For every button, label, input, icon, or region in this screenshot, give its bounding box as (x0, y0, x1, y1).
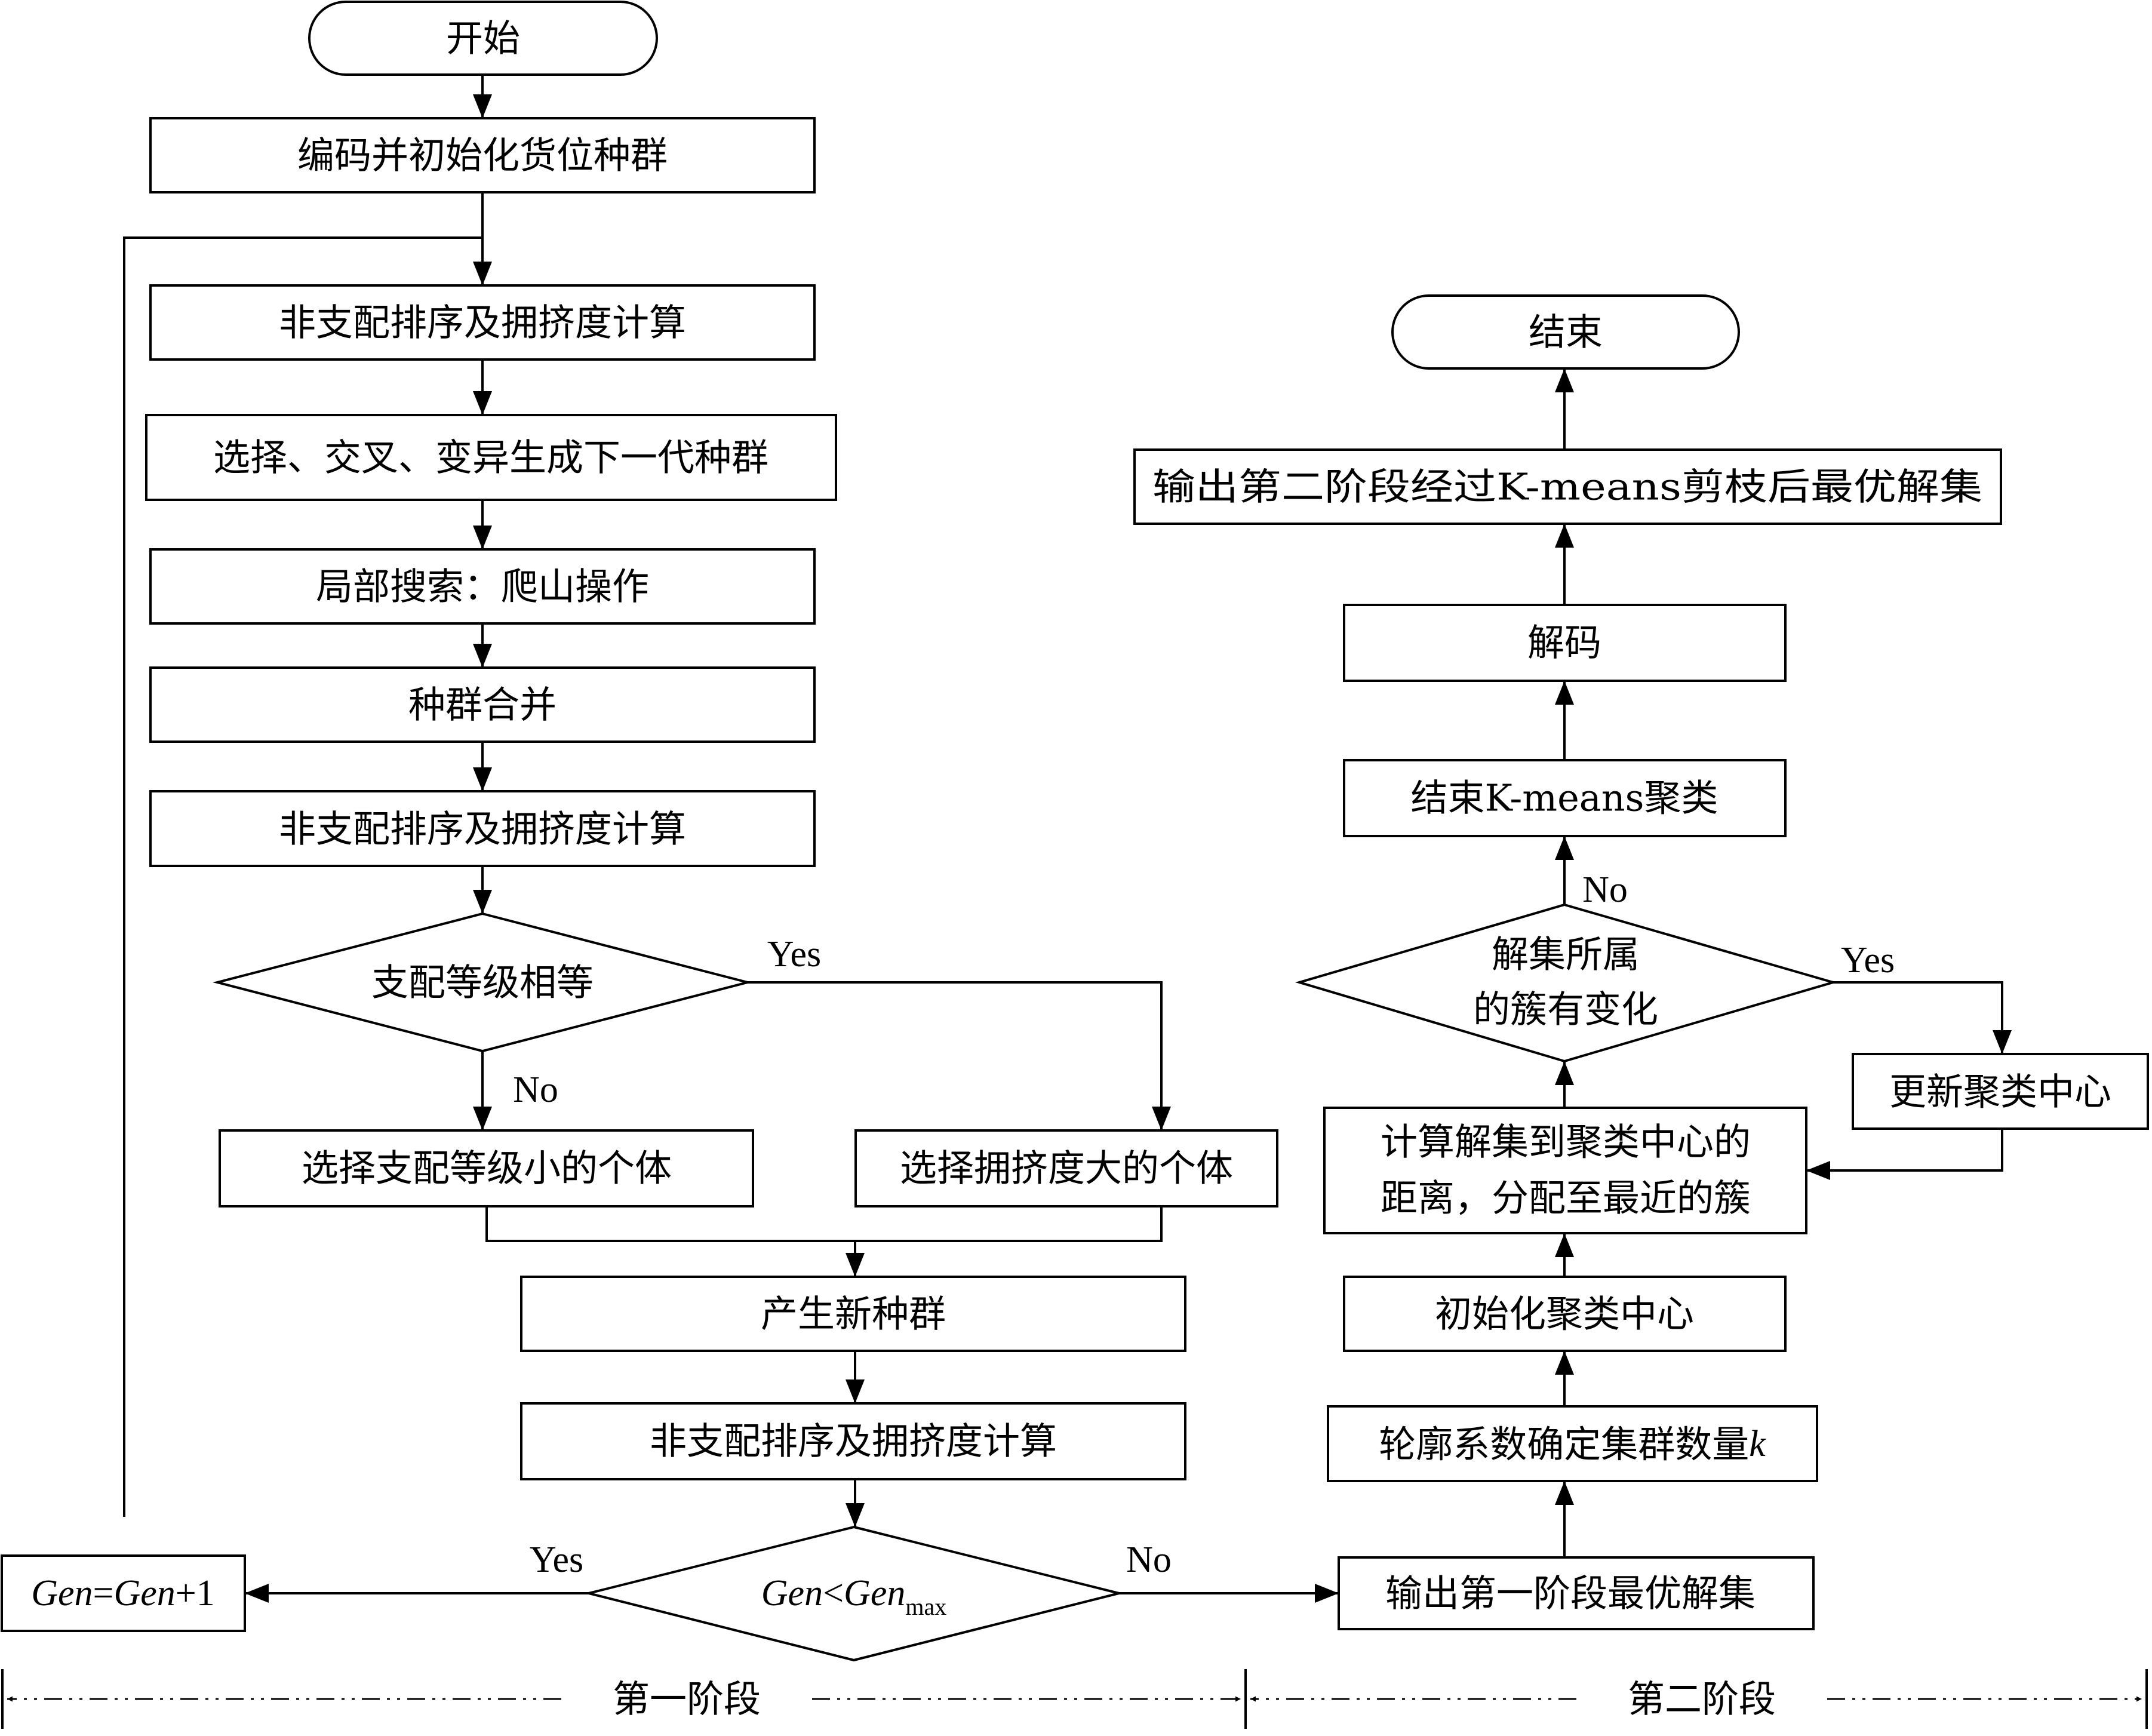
nds-crowd-label-2: 非支配排序及拥挤度计算 (279, 807, 686, 851)
nds-crowd-box-1 (149, 284, 816, 361)
encode-init-box (149, 117, 816, 193)
arrow-decision-yes-to-update (1833, 981, 2012, 1054)
gen-check-a: Gen (761, 1573, 823, 1614)
stage-markers: 第一阶段 第二阶段 (1, 1669, 2148, 1729)
gen-increment-box (1, 1554, 246, 1632)
end-label: 结束 (1529, 311, 1603, 354)
cluster-changed-label-2: 的簇有变化 (1473, 988, 1658, 1031)
end-kmeans-box (1343, 759, 1787, 837)
gen-increment-label: Gen=Gen+1 (31, 1573, 215, 1614)
merge-label: 种群合并 (408, 683, 557, 727)
pick-small-rank-label: 选择支配等级小的个体 (302, 1147, 672, 1190)
rank-equal-decision (213, 912, 752, 1053)
merge-box (149, 666, 816, 743)
output-stage1-label: 输出第一阶段最优解集 (1385, 1572, 1756, 1615)
silhouette-var: k (1749, 1424, 1766, 1464)
gen-inc-b: Gen (114, 1573, 176, 1614)
gen-inc-eq: = (93, 1573, 114, 1614)
rank-equal-label: 支配等级相等 (371, 961, 594, 1004)
silhouette-text: 轮廓系数确定集群数量 (1379, 1422, 1749, 1466)
select-cross-mutate-label: 选择、交叉、变异生成下一代种群 (213, 436, 768, 480)
gen-check-no-label: No (1126, 1540, 1172, 1580)
assign-box (1323, 1107, 1807, 1234)
end-kmeans-label: 结束K-means聚类 (1411, 776, 1718, 820)
new-population-label: 产生新种群 (761, 1292, 946, 1336)
nds-crowd-box-2 (149, 790, 816, 867)
nds-crowd-label-3: 非支配排序及拥挤度计算 (650, 1419, 1057, 1463)
silhouette-label: 轮廓系数确定集群数量k (1379, 1422, 1766, 1466)
stage2-label: 第二阶段 (1628, 1677, 1776, 1721)
init-centers-label: 初始化聚类中心 (1435, 1292, 1694, 1336)
pick-small-rank-box (219, 1129, 754, 1207)
new-population-box (520, 1276, 1186, 1352)
end-terminator (1391, 294, 1740, 370)
pick-large-crowd-box (854, 1129, 1278, 1207)
gen-check-yes-label: Yes (530, 1540, 583, 1580)
output-stage2-box (1133, 448, 2002, 525)
local-search-box (149, 548, 816, 625)
nds-crowd-label-1: 非支配排序及拥挤度计算 (279, 301, 686, 345)
stage1-label: 第一阶段 (613, 1677, 761, 1721)
gen-check-decision (588, 1525, 1120, 1662)
gen-check-label: Gen<Genmax (761, 1573, 946, 1620)
silhouette-box (1327, 1405, 1818, 1482)
gen-check-b: Gen (844, 1573, 905, 1614)
assign-label-1: 计算解集到聚类中心的 (1381, 1120, 1751, 1164)
decode-box (1343, 604, 1787, 682)
gen-check-op: < (823, 1573, 844, 1614)
pick-large-crowd-label: 选择拥挤度大的个体 (900, 1147, 1233, 1190)
assign-label-2: 距离，分配至最近的簇 (1381, 1176, 1751, 1220)
gen-inc-rest: +1 (176, 1573, 215, 1614)
arrow-update-to-assign (1806, 1129, 2003, 1180)
cluster-changed-no-label: No (1582, 869, 1628, 910)
nds-crowd-box-3 (520, 1402, 1186, 1480)
gen-inc-a: Gen (31, 1573, 93, 1614)
rank-equal-no-label: No (513, 1070, 558, 1110)
output-stage2-label: 输出第二阶段经过K-means剪枝后最优解集 (1152, 465, 1982, 509)
gen-check-sub: max (905, 1593, 946, 1620)
update-centers-box (1852, 1053, 2149, 1130)
arrow-decision-yes (748, 981, 1171, 1130)
start-label: 开始 (446, 17, 520, 60)
rank-equal-yes-label: Yes (767, 934, 821, 975)
init-centers-box (1343, 1276, 1787, 1352)
cluster-changed-label-1: 解集所属 (1492, 933, 1640, 976)
local-search-label: 局部搜索：爬山操作 (316, 565, 649, 609)
connectors (123, 75, 2012, 1603)
output-stage1-box (1338, 1556, 1815, 1630)
loop-back-line (123, 236, 482, 1517)
cluster-changed-yes-label: Yes (1841, 940, 1895, 981)
update-centers-label: 更新聚类中心 (1889, 1070, 2111, 1114)
decode-label: 解码 (1527, 621, 1601, 665)
encode-init-label: 编码并初始化货位种群 (297, 134, 668, 177)
cluster-changed-decision (1295, 903, 1838, 1063)
start-terminator (308, 1, 658, 76)
merge-choices-line (485, 1206, 1163, 1242)
select-cross-mutate-box (145, 414, 837, 501)
